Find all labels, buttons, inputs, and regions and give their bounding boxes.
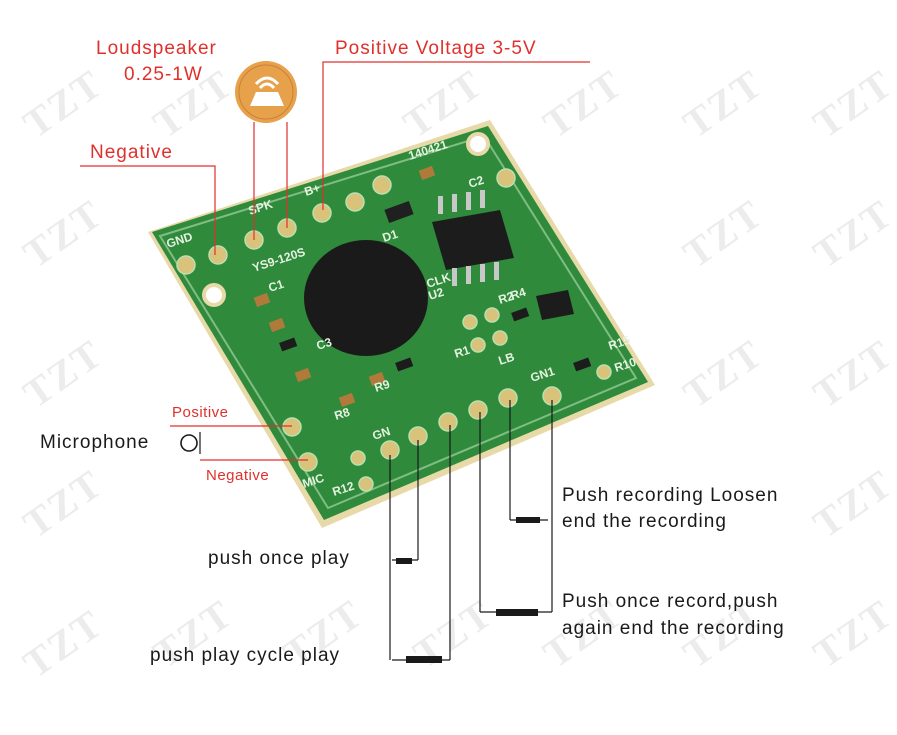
switch-symbols	[396, 517, 540, 663]
silk-r9: R9	[373, 377, 392, 395]
mic-negative-label: Negative	[206, 467, 270, 484]
loudspeaker-power-label: 0.25-1W	[124, 64, 203, 85]
microphone-label: Microphone	[40, 432, 150, 453]
push-play-cycle-label: push play cycle play	[150, 645, 341, 666]
mic-positive-label: Positive	[172, 404, 229, 421]
push-recording-label-2: end the recording	[562, 511, 727, 532]
black-leader-lines	[199, 400, 553, 661]
silk-u2: U2	[427, 285, 446, 303]
silk-gn: GN	[371, 424, 392, 443]
diode	[384, 200, 414, 224]
push-recording-label-1: Push recording Loosen	[562, 485, 779, 506]
silk-d1: D1	[381, 227, 400, 245]
silk-r15: R15	[607, 333, 633, 353]
push-once-record-label-2: again end the recording	[562, 618, 785, 639]
silk-r12: R12	[331, 479, 357, 499]
loudspeaker-icon	[235, 61, 297, 123]
silk-r1: R1	[453, 343, 472, 361]
switch-play-once	[396, 558, 412, 564]
silk-r10: R10	[613, 355, 639, 375]
transistor	[536, 290, 574, 320]
loudspeaker-label: Loudspeaker	[96, 38, 217, 59]
silk-mic: MIC	[301, 471, 327, 491]
switch-record-once	[496, 609, 538, 616]
push-once-record-label-1: Push once record,push	[562, 591, 779, 612]
silk-r4: R4	[509, 285, 528, 303]
switch-record-hold	[516, 517, 540, 523]
ic-chip	[432, 210, 514, 270]
push-once-play-label: push once play	[208, 548, 350, 569]
silk-c2: C2	[467, 173, 486, 191]
switch-play-cycle	[406, 656, 442, 663]
silk-c3: C3	[315, 335, 334, 353]
silk-c1: C1	[267, 277, 286, 295]
red-leader-lines	[80, 61, 590, 461]
microphone-icon	[180, 434, 198, 452]
silk-bplus: B+	[303, 181, 322, 199]
positive-voltage-label: Positive Voltage 3-5V	[335, 38, 537, 59]
epoxy-blob	[304, 240, 428, 356]
silk-lb: LB	[497, 349, 517, 367]
silk-r8: R8	[333, 405, 352, 423]
silk-r2: R2	[497, 289, 516, 307]
negative-label: Negative	[90, 142, 173, 163]
